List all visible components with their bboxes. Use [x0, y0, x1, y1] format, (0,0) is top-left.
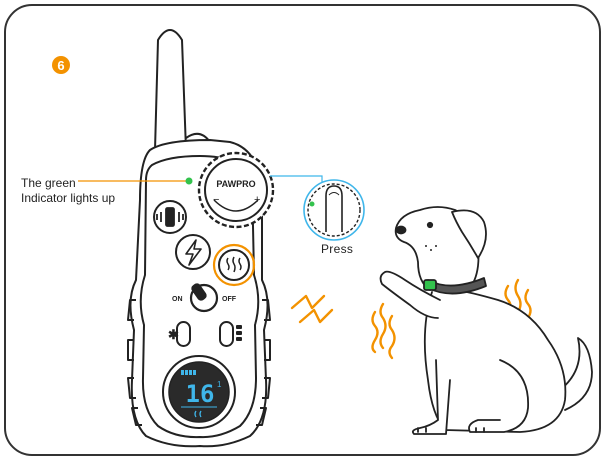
zigzag-arrow — [292, 296, 332, 322]
dog-select-icon — [236, 325, 242, 341]
collar-receiver — [424, 280, 436, 290]
press-zoom-bubble — [304, 180, 364, 240]
zoom-leader-line — [270, 176, 322, 186]
shock-button — [176, 235, 210, 269]
dial-minus-label: − — [213, 194, 219, 206]
beep-button — [214, 245, 254, 285]
dog-nose — [397, 227, 406, 234]
vibration-button — [154, 201, 186, 233]
antenna — [155, 30, 186, 150]
brand-logo: PAWPRO — [216, 179, 255, 189]
light-icon: ✱ — [168, 327, 179, 342]
dial-plus-label: + — [254, 194, 260, 206]
switch-on-label: ON — [172, 296, 183, 303]
dog — [381, 207, 592, 434]
wiggle-left-1 — [373, 312, 378, 352]
switch-off-label: OFF — [222, 296, 237, 303]
lcd-screen: 16 1 — [163, 356, 235, 428]
lcd-level-readout: 16 — [186, 380, 215, 408]
dog-eye — [428, 223, 432, 227]
lcd-dog-indicator: 1 — [217, 380, 222, 389]
wiggle-left-3 — [390, 316, 395, 358]
green-indicator-light — [186, 178, 193, 185]
dial-knob: PAWPRO − + — [199, 153, 273, 227]
wiggle-left-2 — [381, 304, 386, 348]
